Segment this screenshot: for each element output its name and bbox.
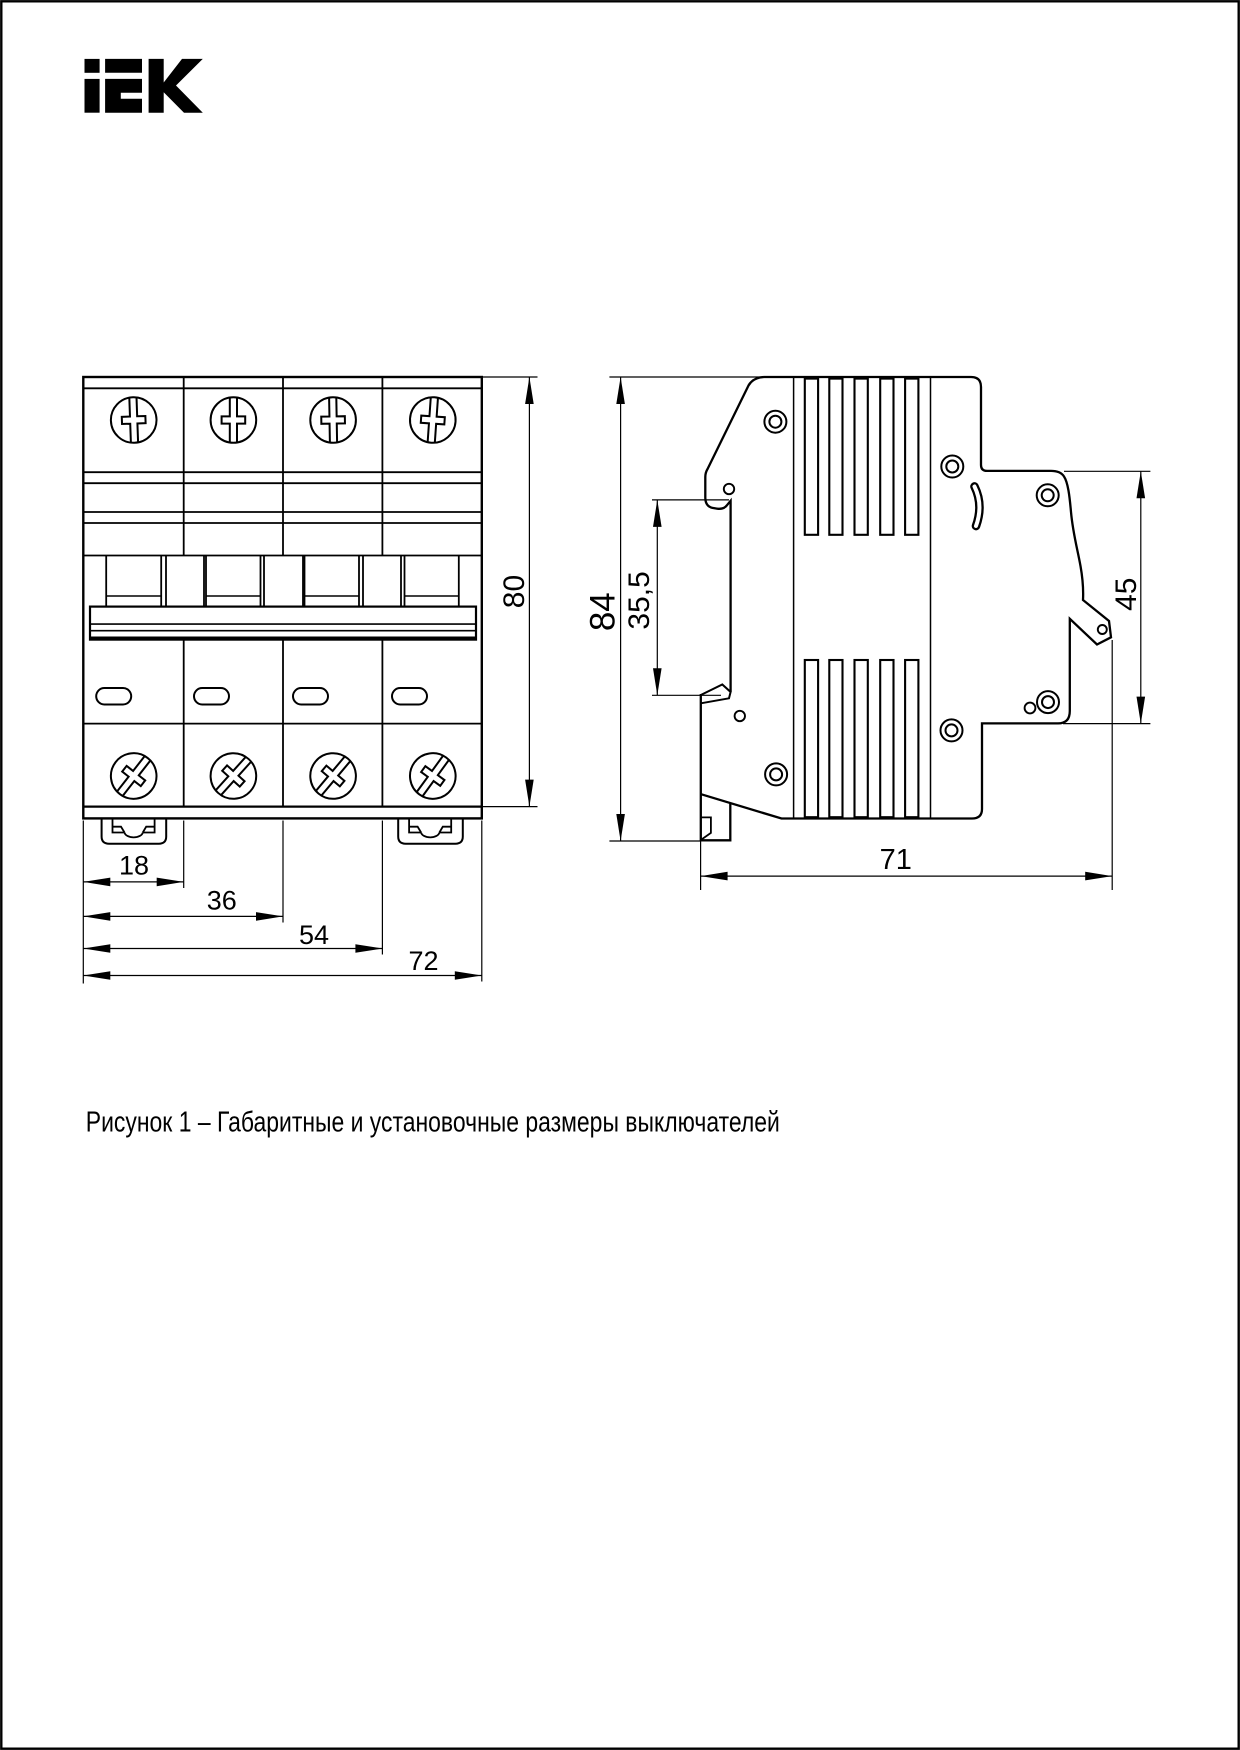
svg-text:54: 54 [299,920,329,950]
svg-text:36: 36 [207,886,237,916]
svg-text:35,5: 35,5 [623,571,656,629]
svg-text:72: 72 [408,946,438,976]
svg-text:18: 18 [119,851,149,881]
svg-text:80: 80 [498,575,531,608]
svg-text:45: 45 [1110,578,1143,611]
svg-text:Рисунок 1 – Габаритные и устан: Рисунок 1 – Габаритные и установочные ра… [86,1107,780,1139]
svg-text:71: 71 [880,844,912,876]
svg-text:84: 84 [583,592,622,631]
